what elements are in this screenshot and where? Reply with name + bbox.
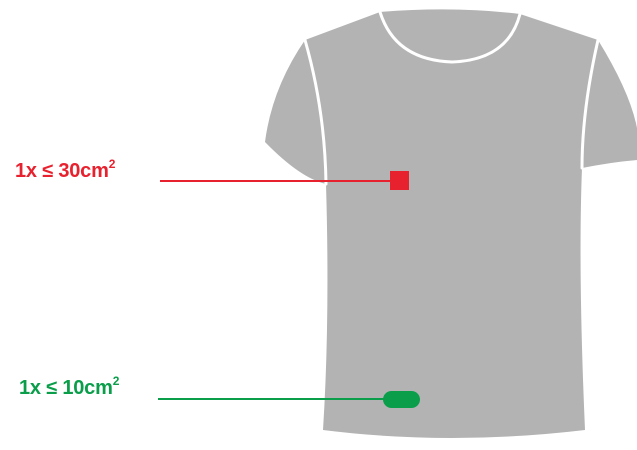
bottom-marker-pill (383, 391, 420, 408)
top-marker-label-text: 1x ≤ 30cm (15, 160, 109, 182)
top-marker-label: 1x ≤ 30cm2 (15, 161, 115, 181)
bottom-marker-label: 1x ≤ 10cm2 (19, 378, 119, 398)
top-marker-label-superscript: 2 (109, 157, 115, 171)
t-shirt-silhouette (265, 9, 637, 438)
bottom-marker-label-superscript: 2 (113, 374, 119, 388)
top-marker-square (390, 171, 409, 190)
bottom-marker-label-text: 1x ≤ 10cm (19, 377, 113, 399)
